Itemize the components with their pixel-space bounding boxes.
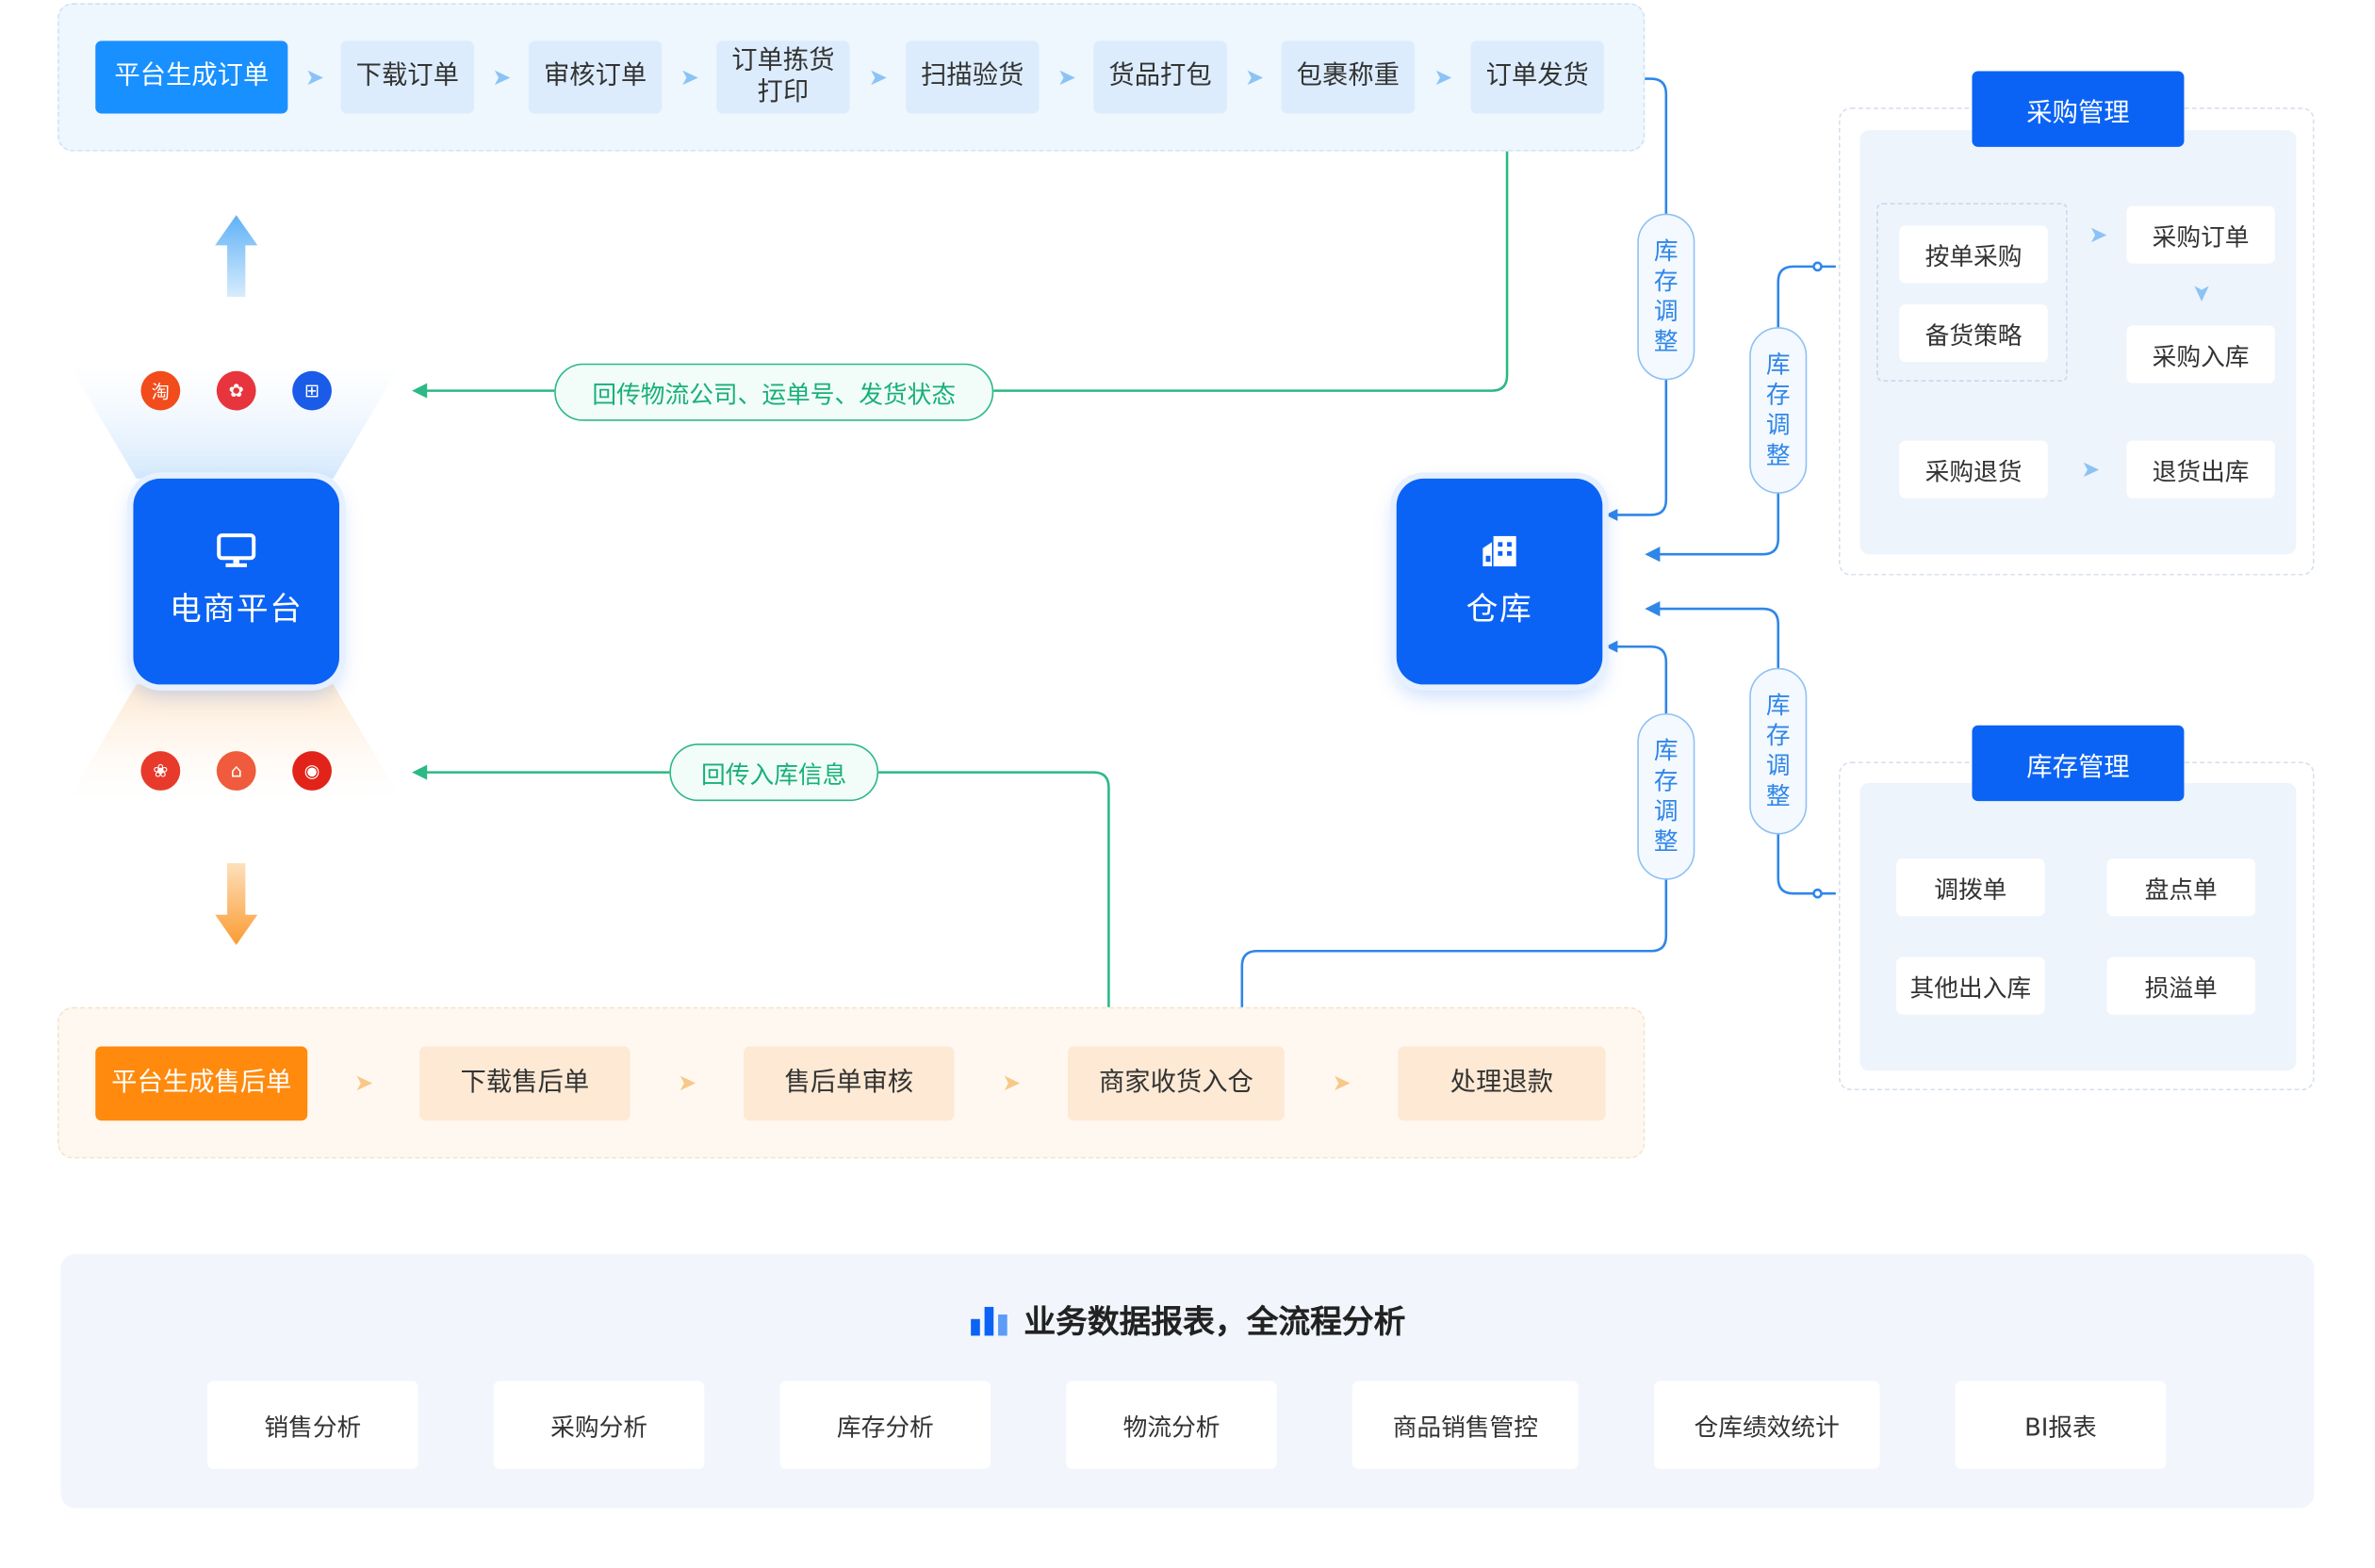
order-step-6[interactable]: 包裹称重 [1281,41,1416,114]
order-step-1[interactable]: 下载订单 [340,41,475,114]
platform-hub-label: 电商平台 [169,590,303,628]
order-step-0[interactable]: 平台生成订单 [95,41,288,114]
report-item-3[interactable]: 物流分析 [1066,1380,1277,1469]
chevron-right-icon: ➤ [1332,1069,1351,1097]
order-step-4[interactable]: 扫描验货 [906,41,1040,114]
after-sale-step-1[interactable]: 下载售后单 [419,1046,631,1121]
up-arrow-icon [215,215,258,297]
order-step-7[interactable]: 订单发货 [1470,41,1604,114]
bar-chart-icon [971,1306,1007,1336]
purchase-by-order-card[interactable]: 按单采购 [1899,225,2048,284]
down-arrow-icon [215,863,258,945]
ecommerce-platform-hub[interactable]: 电商平台 [133,478,339,685]
order-step-5[interactable]: 货品打包 [1093,41,1227,114]
purchase-order-card[interactable]: 采购订单 [2126,205,2275,264]
warehouse-hub[interactable]: 仓库 [1396,478,1603,685]
purchase-inbound-card[interactable]: 采购入库 [2126,325,2275,384]
chevron-right-icon: ➤ [680,63,699,91]
profit-loss-card[interactable]: 损溢单 [2106,956,2255,1015]
report-item-4[interactable]: 商品销售管控 [1352,1380,1579,1469]
report-item-5[interactable]: 仓库绩效统计 [1653,1380,1880,1469]
report-item-2[interactable]: 库存分析 [779,1380,991,1469]
after-sale-step-4[interactable]: 处理退款 [1398,1046,1606,1121]
chevron-right-icon: ➤ [354,1069,374,1097]
report-item-1[interactable]: 采购分析 [493,1380,705,1469]
chevron-right-icon: ➤ [2081,455,2101,483]
inventory-adjust-label-4: 库 存 调 整 [1637,712,1695,880]
monitor-icon [217,533,256,567]
chevron-right-icon: ➤ [1002,1069,1022,1097]
order-step-2[interactable]: 审核订单 [528,41,663,114]
platform-logo-blue-icon: ⊞ [292,370,332,411]
inbound-feedback-label: 回传入库信息 [669,743,879,802]
purchase-return-card[interactable]: 采购退货 [1899,440,2048,498]
stock-strategy-card[interactable]: 备货策略 [1899,304,2048,363]
tmall-logo-icon: ✿ [216,370,256,411]
chevron-down-icon: ➤ [2187,283,2216,303]
after-sale-step-0[interactable]: 平台生成售后单 [95,1046,308,1121]
stocktake-card[interactable]: 盘点单 [2106,858,2255,917]
chevron-right-icon: ➤ [492,63,512,91]
report-item-0[interactable]: 销售分析 [207,1380,418,1469]
return-outbound-card[interactable]: 退货出库 [2126,440,2275,498]
taobao-logo-icon: 淘 [140,370,181,411]
shop-bag-logo-icon: ⌂ [216,751,256,791]
inventory-management-area [1859,782,2297,1071]
chevron-right-icon: ➤ [1245,63,1265,91]
chevron-right-icon: ➤ [2088,220,2108,249]
chevron-right-icon: ➤ [868,63,888,91]
chevron-right-icon: ➤ [304,63,325,91]
warehouse-hub-label: 仓库 [1466,590,1533,628]
chevron-right-icon: ➤ [1056,63,1076,91]
jd-logo-icon: ◉ [292,751,332,791]
report-title-text: 业务数据报表，全流程分析 [1024,1303,1406,1341]
pinduoduo-logo-icon: ❀ [140,751,181,791]
after-sale-step-3[interactable]: 商家收货入仓 [1068,1046,1285,1121]
chevron-right-icon: ➤ [1433,63,1453,91]
chevron-right-icon: ➤ [678,1069,697,1097]
report-item-6[interactable]: BI报表 [1955,1380,2167,1469]
inventory-management-title: 库存管理 [1972,725,2185,802]
inventory-adjust-label-2: 库 存 调 整 [1749,327,1808,494]
purchase-management-title: 采购管理 [1972,71,2185,147]
after-sale-step-2[interactable]: 售后单审核 [744,1046,955,1121]
other-in-out-card[interactable]: 其他出入库 [1896,956,2045,1015]
inventory-adjust-label-3: 库 存 调 整 [1749,667,1808,835]
report-title: 业务数据报表，全流程分析 [0,1298,2375,1343]
inventory-adjust-label-1: 库 存 调 整 [1637,213,1695,381]
building-icon [1482,535,1516,567]
order-step-3[interactable]: 订单拣货 打印 [716,41,850,114]
transfer-order-card[interactable]: 调拨单 [1896,858,2045,917]
purchase-strategy-box [1876,203,2068,382]
logistics-feedback-label: 回传物流公司、运单号、发货状态 [554,363,994,421]
